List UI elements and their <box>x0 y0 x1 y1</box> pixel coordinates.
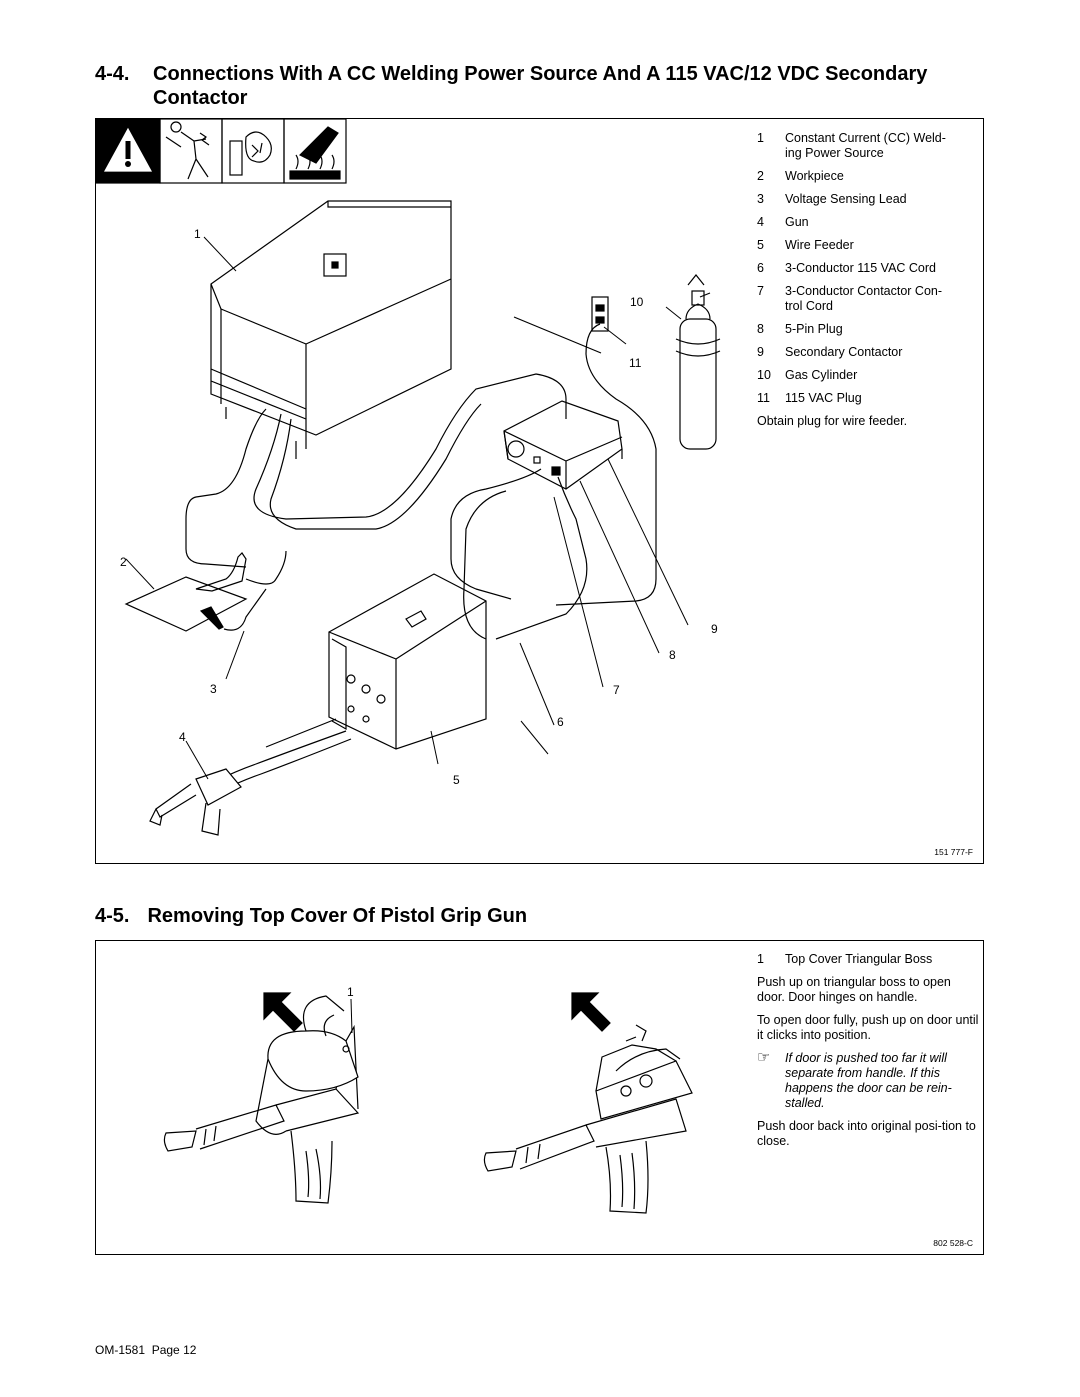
callout-6: 6 <box>557 715 564 729</box>
page-footer: OM-1581 Page 12 <box>95 1343 196 1357</box>
callout-10: 10 <box>630 295 644 309</box>
callout-9: 9 <box>711 622 718 636</box>
pistol-grip-diagram <box>163 992 693 1214</box>
callout-5: 5 <box>453 773 460 787</box>
callout-7: 7 <box>613 683 620 697</box>
callout-1: 1 <box>194 227 201 241</box>
callout-4: 4 <box>179 730 186 744</box>
gun-left <box>163 995 360 1204</box>
gas-cylinder <box>675 274 721 450</box>
note: ☞ If door is pushed too far it will sepa… <box>757 1049 952 1110</box>
instruction-paragraph: Push door back into original posi-tion t… <box>757 1119 976 1148</box>
connection-diagram <box>96 119 721 836</box>
callout-11: 11 <box>629 356 642 370</box>
figure-ref: 151 777-F <box>934 847 973 857</box>
wall-outlet <box>513 296 657 606</box>
figure-ref: 802 528-C <box>933 1238 973 1248</box>
hot-parts-icon <box>289 126 341 180</box>
gun-right <box>483 1024 693 1214</box>
callout-1: 1 <box>347 985 354 999</box>
instruction-paragraph: To open door fully, push up on door unti… <box>757 1013 979 1042</box>
section-number: 4-5. <box>95 905 130 927</box>
hand-pointer-icon: ☞ <box>757 1049 771 1066</box>
fumes-gases-icon <box>229 131 272 176</box>
callout-2: 2 <box>120 555 127 569</box>
wire-feeder <box>328 573 487 750</box>
section-title: Connections With A CC Welding Power Sour… <box>153 63 928 109</box>
callout-3: 3 <box>210 682 217 696</box>
section-heading-4-5: 4-5. Removing Top Cover Of Pistol Grip Gu… <box>95 905 527 928</box>
doc-number: OM-1581 <box>95 1343 146 1357</box>
callout-8: 8 <box>669 648 676 662</box>
power-source <box>210 200 452 459</box>
section-title: Removing Top Cover Of Pistol Grip Gun <box>147 905 528 927</box>
workpiece <box>124 552 248 632</box>
page-number: Page 12 <box>151 1343 197 1357</box>
warning-triangle-icon <box>103 127 153 172</box>
legend-note: Obtain plug for wire feeder. <box>757 414 908 428</box>
arrow-up-left-icon <box>263 992 611 1032</box>
section-number: 4-4. <box>95 63 130 85</box>
secondary-contactor <box>503 400 623 490</box>
instruction-paragraph: Push up on triangular boss to open door.… <box>757 975 951 1004</box>
electric-shock-icon <box>165 121 210 180</box>
safety-icons <box>96 119 347 184</box>
